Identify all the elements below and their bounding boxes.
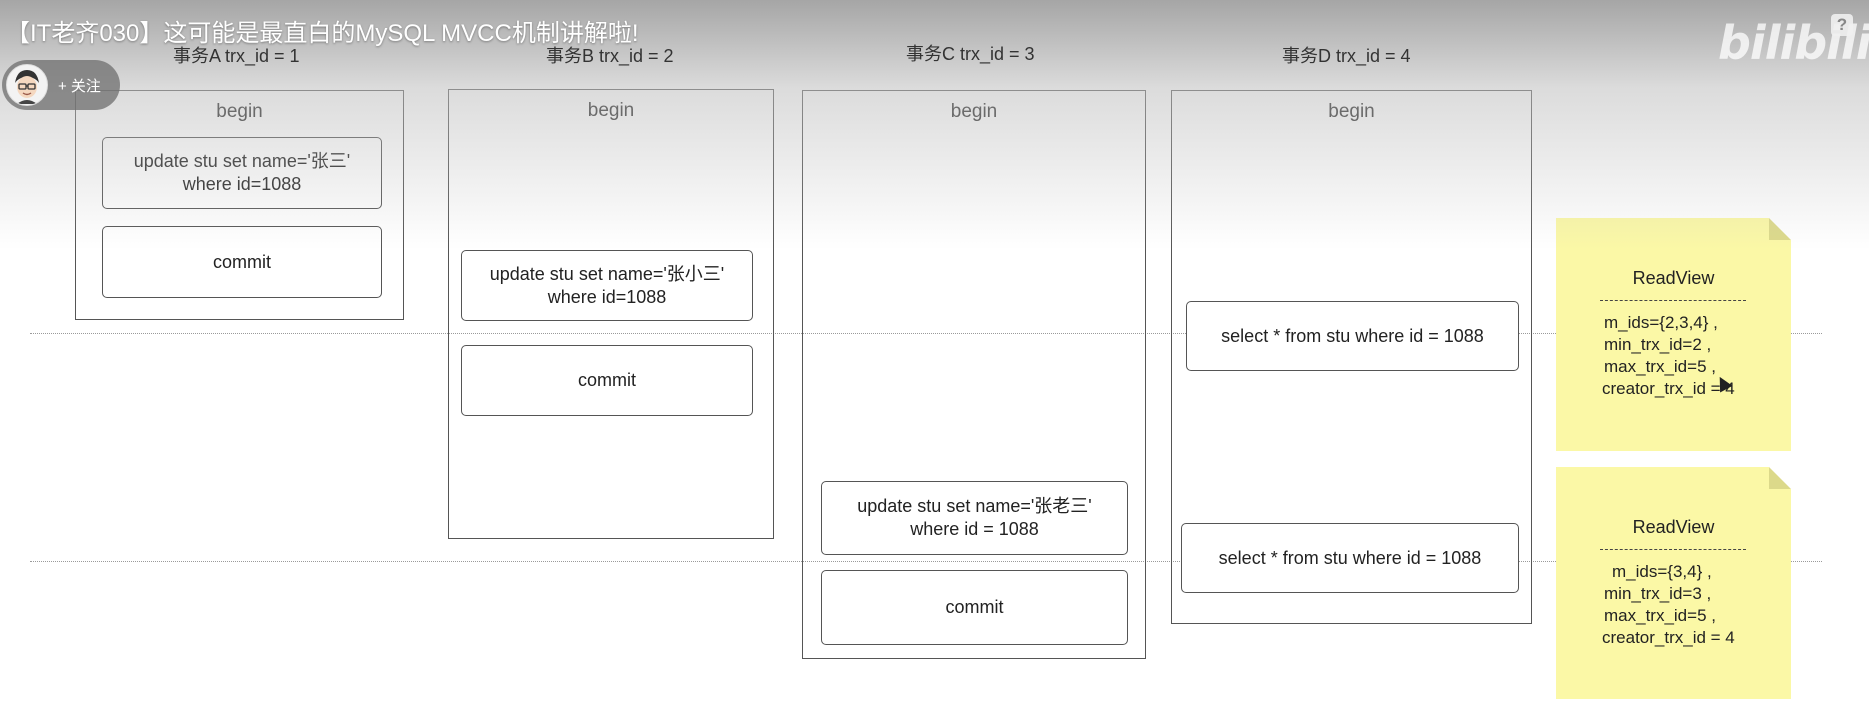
readview-min-trx-id: min_trx_id=2 ,: [1604, 335, 1712, 354]
avatar-face-icon: [15, 70, 39, 104]
readview-note-2: ReadView m_ids={3,4} , min_trx_id=3 , ma…: [1556, 467, 1791, 699]
timeline-dotted-line-1: [30, 333, 1822, 334]
transaction-c-label: 事务C trx_id = 3: [906, 44, 1035, 64]
transaction-a-commit-text: commit: [213, 251, 271, 272]
transaction-d-select-box-2: select * from stu where id = 1088: [1181, 523, 1519, 593]
readview-creator-trx-id: creator_trx_id = 4: [1602, 628, 1735, 647]
transaction-c-update-box: update stu set name='张老三' where id = 108…: [821, 481, 1128, 555]
transaction-c-begin: begin: [950, 101, 998, 122]
readview-max-trx-id: max_trx_id=5 ,: [1604, 357, 1716, 376]
follow-label: + 关注: [58, 77, 101, 95]
readview-separator: [1600, 300, 1746, 301]
note-fold-corner: [1769, 218, 1791, 240]
readview-m-ids: m_ids={2,3,4} ,: [1604, 313, 1718, 332]
transaction-c-update-text: update stu set name='张老三' where id = 108…: [857, 496, 1092, 539]
transaction-b-commit-text: commit: [578, 370, 636, 390]
readview-max-trx-id: max_trx_id=5 ,: [1604, 606, 1716, 625]
uploader-avatar[interactable]: [6, 64, 48, 106]
transaction-a-box: begin update stu set name='张三' where id=…: [75, 90, 404, 320]
transaction-c-commit-text: commit: [945, 597, 1004, 617]
readview-creator-trx-id: creator_trx_id = 4: [1602, 379, 1735, 398]
transaction-c-box: begin update stu set name='张老三' where id…: [802, 90, 1146, 659]
note-fold-corner: [1769, 467, 1791, 489]
readview-min-trx-id: min_trx_id=3 ,: [1604, 584, 1712, 603]
readview-title: ReadView: [1632, 517, 1715, 537]
timeline-dotted-line-2: [30, 561, 1822, 562]
transaction-b-commit-box: commit: [461, 345, 753, 416]
transaction-d-begin: begin: [1328, 101, 1375, 122]
readview-m-ids: m_ids={3,4} ,: [1612, 562, 1712, 581]
follow-button[interactable]: + 关注: [2, 60, 120, 110]
transaction-b-box: begin update stu set name='张小三' where id…: [448, 89, 774, 539]
transaction-d-select-box-1: select * from stu where id = 1088: [1186, 301, 1519, 371]
transaction-a-update-text: update stu set name='张三' where id=1088: [133, 151, 351, 194]
transaction-d-box: begin select * from stu where id = 1088 …: [1171, 90, 1532, 624]
video-title: 【IT老齐030】这可能是最直白的MySQL MVCC机制讲解啦!: [6, 20, 639, 47]
transaction-c-commit-box: commit: [821, 570, 1128, 645]
transaction-d-label: 事务D trx_id = 4: [1282, 46, 1411, 66]
transaction-a-commit-box: commit: [102, 226, 382, 298]
transaction-a-update-box: update stu set name='张三' where id=1088: [102, 137, 382, 209]
help-icon[interactable]: ?: [1831, 14, 1853, 36]
transaction-d-select-text-2: select * from stu where id = 1088: [1218, 547, 1482, 568]
transaction-d-select-text-1: select * from stu where id = 1088: [1221, 325, 1484, 346]
transaction-b-begin: begin: [587, 100, 635, 121]
transaction-b-update-box: update stu set name='张小三' where id=1088: [461, 250, 753, 321]
readview-note-1: ReadView m_ids={2,3,4} , min_trx_id=2 , …: [1556, 218, 1791, 451]
readview-title: ReadView: [1632, 268, 1715, 288]
transaction-b-update-text: update stu set name='张小三' where id=1088: [489, 263, 725, 307]
transaction-a-begin: begin: [216, 101, 263, 122]
readview-separator: [1600, 549, 1746, 550]
